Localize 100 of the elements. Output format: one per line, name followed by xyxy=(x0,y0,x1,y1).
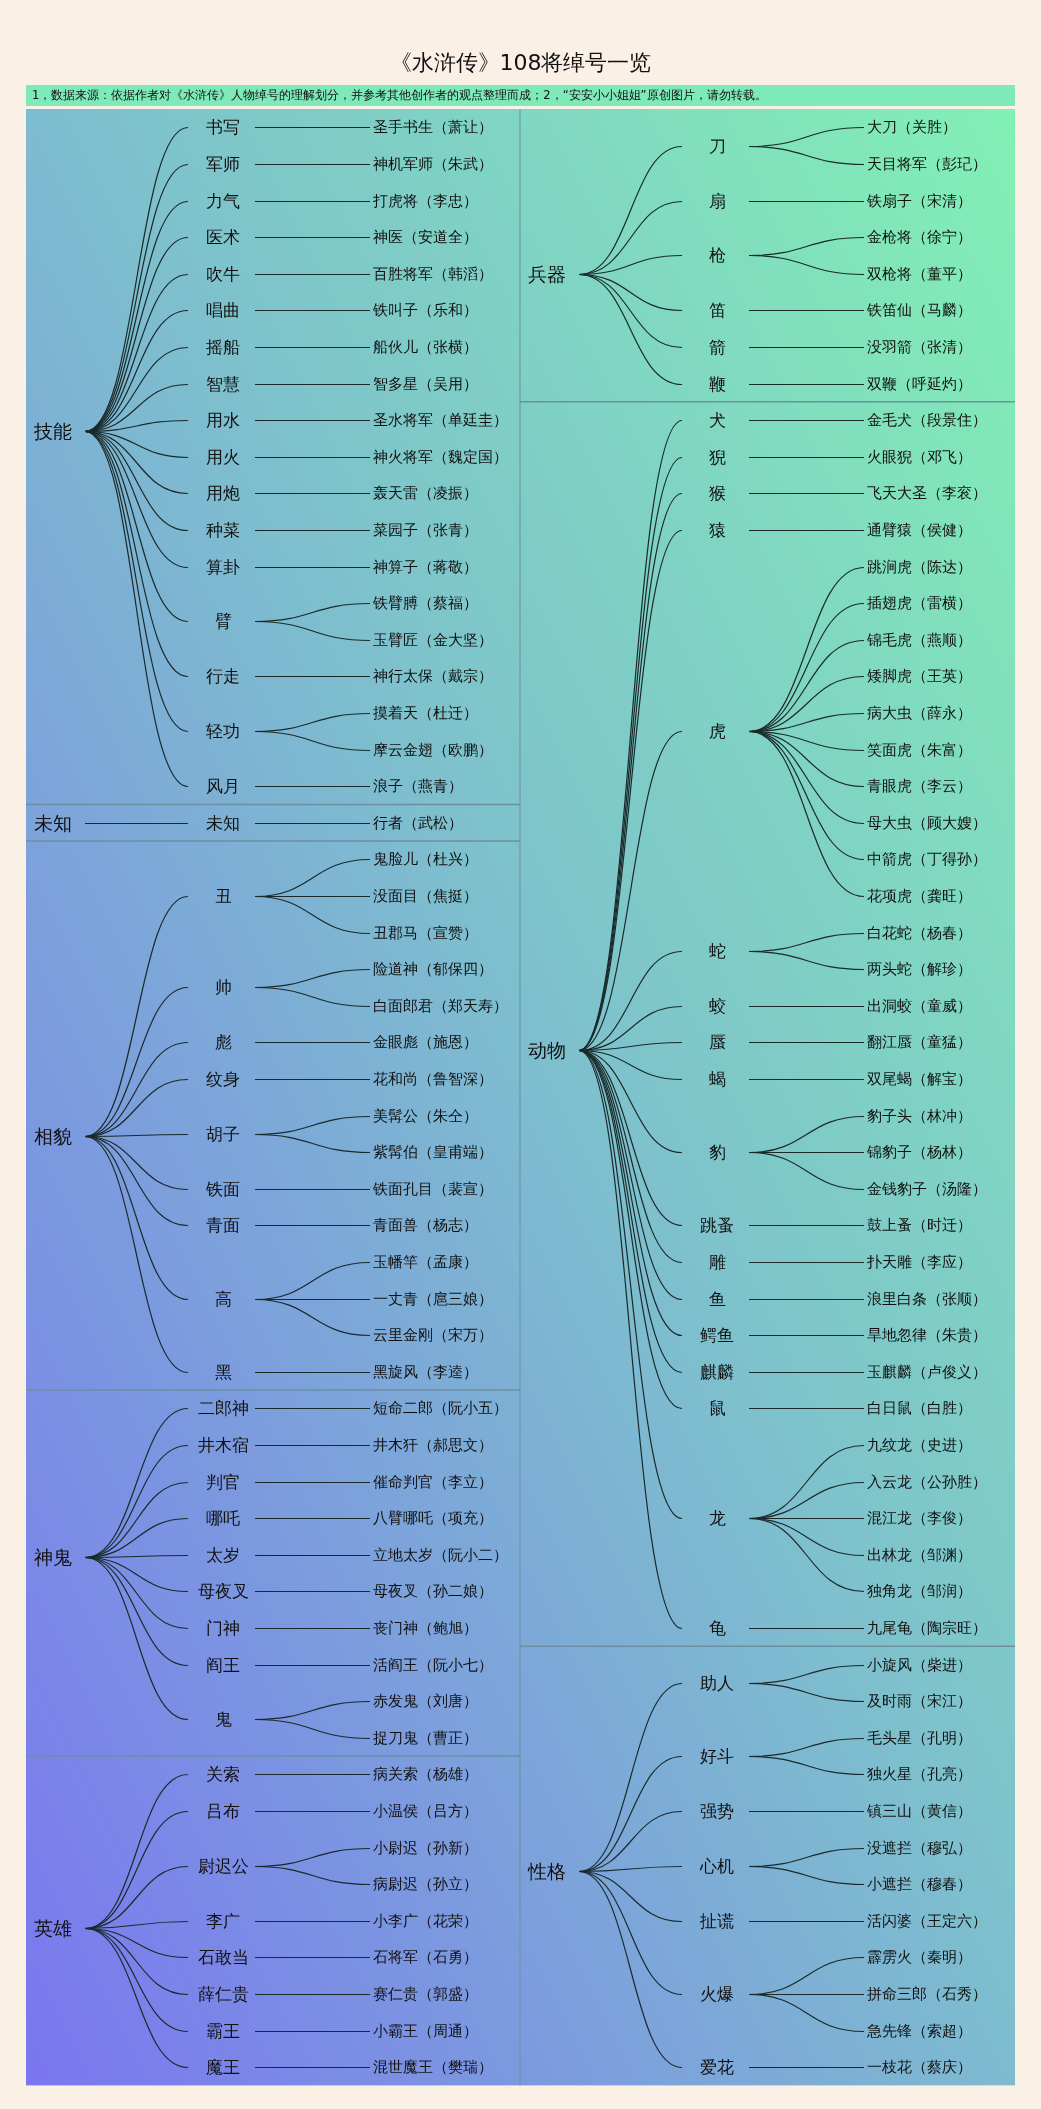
category-label: 英雄 xyxy=(27,1915,79,1940)
subcategory-label: 鞭 xyxy=(685,371,749,396)
nickname-label: 小遮拦（穆春） xyxy=(867,1872,972,1897)
subcategory-label: 薛仁贵 xyxy=(191,1981,255,2006)
nickname-label: 青面兽（杨志） xyxy=(373,1213,478,1238)
subcategory-label: 心机 xyxy=(685,1853,749,1878)
nickname-label: 铁笛仙（马麟） xyxy=(867,298,972,323)
subcategory-label: 力气 xyxy=(191,188,255,213)
nickname-label: 两头蛇（解珍） xyxy=(867,957,972,982)
nickname-label: 赛仁贵（郭盛） xyxy=(373,1981,478,2006)
connector-line xyxy=(748,346,865,349)
connector-line xyxy=(254,492,371,495)
nickname-label: 病关索（杨雄） xyxy=(373,1762,478,1787)
connector-line xyxy=(254,1956,371,1959)
nickname-label: 跳涧虎（陈达） xyxy=(867,554,972,579)
nickname-label: 活阎王（阮小七） xyxy=(373,1652,493,1677)
category-label: 相貌 xyxy=(27,1123,79,1148)
connector-line xyxy=(748,1627,865,1630)
nickname-label: 出林龙（邹渊） xyxy=(867,1542,972,1567)
subcategory-label: 臂 xyxy=(191,609,255,634)
nickname-label: 小李广（花荣） xyxy=(373,1908,478,1933)
nickname-label: 行者（武松） xyxy=(373,810,463,835)
connector-line xyxy=(748,1865,865,1886)
nickname-label: 双鞭（呼延灼） xyxy=(867,371,972,396)
nickname-label: 镇三山（黄信） xyxy=(867,1798,972,1823)
subcategory-label: 军师 xyxy=(191,151,255,176)
connector-line xyxy=(254,620,371,642)
nickname-label: 天目将军（彭玘） xyxy=(867,151,987,176)
nickname-label: 没遮拦（穆弘） xyxy=(867,1835,972,1860)
connector-line xyxy=(254,1224,371,1227)
nickname-label: 白花蛇（杨春） xyxy=(867,920,972,945)
subcategory-label: 智慧 xyxy=(191,371,255,396)
subcategory-label: 猴 xyxy=(685,481,749,506)
connector-line xyxy=(254,126,371,129)
connector-line xyxy=(748,1920,865,1923)
nickname-label: 白日鼠（白胜） xyxy=(867,1396,972,1421)
nickname-label: 一丈青（扈三娘） xyxy=(373,1286,493,1311)
subcategory-label: 行走 xyxy=(191,664,255,689)
subcategory-label: 未知 xyxy=(191,810,255,835)
connector-line xyxy=(254,1718,371,1740)
subcategory-label: 笛 xyxy=(685,298,749,323)
subcategory-label: 胡子 xyxy=(191,1121,255,1146)
nickname-label: 病尉迟（孙立） xyxy=(373,1872,478,1897)
subcategory-label: 强势 xyxy=(685,1798,749,1823)
subcategory-label: 跳蚤 xyxy=(685,1213,749,1238)
nickname-label: 霹雳火（秦明） xyxy=(867,1945,972,1970)
subcategory-label: 蜃 xyxy=(685,1030,749,1055)
category-label: 动物 xyxy=(521,1038,573,1063)
nickname-label: 铁面孔目（裴宣） xyxy=(373,1176,493,1201)
nickname-label: 紫髯伯（皇甫端） xyxy=(373,1140,493,1165)
subcategory-label: 鬼 xyxy=(191,1707,255,1732)
nickname-label: 插翅虎（雷横） xyxy=(867,591,972,616)
nickname-label: 玉幡竿（孟康） xyxy=(373,1249,478,1274)
connector-line xyxy=(748,1078,865,1081)
connector-line xyxy=(254,1627,371,1630)
subcategory-label: 用火 xyxy=(191,444,255,469)
nickname-label: 没羽箭（张清） xyxy=(867,334,972,359)
nickname-label: 鼓上蚤（时迁） xyxy=(867,1213,972,1238)
nickname-label: 飞天大圣（李衮） xyxy=(867,481,987,506)
connector-line xyxy=(254,236,371,239)
nickname-label: 青眼虎（李云） xyxy=(867,774,972,799)
connector-line xyxy=(84,1927,189,2069)
connector-line xyxy=(254,309,371,312)
nickname-label: 玉臂匠（金大坚） xyxy=(373,627,493,652)
connector-line xyxy=(748,1298,865,1301)
subcategory-label: 纹身 xyxy=(191,1066,255,1091)
connector-line xyxy=(254,456,371,459)
subcategory-label: 霸王 xyxy=(191,2018,255,2043)
subcategory-label: 刀 xyxy=(685,133,749,158)
subcategory-label: 鳄鱼 xyxy=(685,1323,749,1348)
subcategory-label: 母夜叉 xyxy=(191,1579,255,1604)
nickname-label: 云里金刚（宋万） xyxy=(373,1323,493,1348)
nickname-label: 立地太岁（阮小二） xyxy=(373,1542,508,1567)
connector-line xyxy=(748,456,865,459)
nickname-label: 赤发鬼（刘唐） xyxy=(373,1689,478,1714)
connector-line xyxy=(578,273,683,386)
nickname-label: 九尾龟（陶宗旺） xyxy=(867,1615,987,1640)
subcategory-label: 二郎神 xyxy=(191,1396,255,1421)
nickname-label: 活闪婆（王定六） xyxy=(867,1908,987,1933)
category-label: 神鬼 xyxy=(27,1544,79,1569)
connector-line xyxy=(254,1590,371,1593)
subcategory-label: 猿 xyxy=(685,517,749,542)
nickname-label: 百胜将军（韩滔） xyxy=(373,261,493,286)
nickname-label: 病大虫（薛永） xyxy=(867,700,972,725)
connector-line xyxy=(254,566,371,569)
subcategory-label: 雕 xyxy=(685,1249,749,1274)
nickname-label: 花和尚（鲁智深） xyxy=(373,1066,493,1091)
connector-line xyxy=(748,200,865,203)
connector-line xyxy=(254,675,371,678)
connector-line xyxy=(578,730,683,1052)
connector-line xyxy=(254,529,371,532)
nickname-label: 金枪将（徐宁） xyxy=(867,225,972,250)
nickname-label: 打虎将（李忠） xyxy=(373,188,478,213)
connector-line xyxy=(254,1078,371,1081)
nickname-label: 铁扇子（宋清） xyxy=(867,188,972,213)
nickname-label: 船伙儿（张横） xyxy=(373,334,478,359)
nickname-label: 矮脚虎（王英） xyxy=(867,664,972,689)
subcategory-label: 箭 xyxy=(685,334,749,359)
nickname-label: 摸着天（杜迁） xyxy=(373,700,478,725)
nickname-label: 及时雨（宋江） xyxy=(867,1689,972,1714)
